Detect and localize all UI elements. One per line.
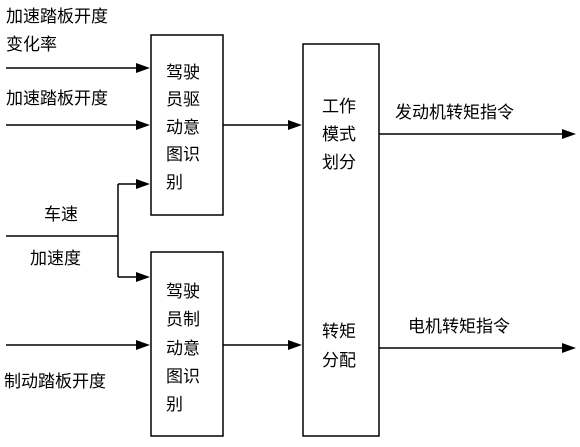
input-accel-pedal-label: 加速踏板开度 <box>6 89 108 109</box>
input-accel-rate-label-line2: 变化率 <box>6 35 57 55</box>
input-accel-rate-label-line1: 加速踏板开度 <box>6 7 108 27</box>
drive-intent-line-3: 动意 <box>166 118 200 138</box>
torque-split-line-1: 转矩 <box>322 322 356 342</box>
arrow-motor-torque <box>379 343 576 353</box>
output-engine-torque-label: 发动机转矩指令 <box>395 103 514 123</box>
brake-intent-block <box>150 251 224 437</box>
torque-split-line-2: 分配 <box>322 351 356 371</box>
brake-intent-line-2: 员制 <box>166 310 200 330</box>
input-acceleration-label: 加速度 <box>30 249 81 269</box>
arrow-accel-rate <box>6 63 150 73</box>
output-motor-torque-label: 电机转矩指令 <box>408 317 510 337</box>
arrow-engine-torque <box>379 129 576 139</box>
mode-torque-block <box>302 43 380 437</box>
drive-intent-line-5: 别 <box>166 173 183 193</box>
drive-intent-line-2: 员驱 <box>166 90 200 110</box>
brake-intent-line-1: 驾驶 <box>166 282 200 302</box>
input-speed-label: 车速 <box>44 205 78 225</box>
mode-block-line-2: 模式 <box>322 125 356 145</box>
mode-block-line-3: 划分 <box>322 153 356 173</box>
brake-intent-line-3: 动意 <box>166 339 200 359</box>
arrow-brake-to-mode <box>223 340 302 350</box>
arrow-accel-pedal <box>6 120 150 130</box>
brake-intent-line-5: 别 <box>166 395 183 415</box>
drive-intent-line-1: 驾驶 <box>166 63 200 83</box>
speed-accel-branch <box>6 179 150 282</box>
arrow-brake-pedal <box>6 340 150 350</box>
brake-intent-line-4: 图识 <box>166 367 200 387</box>
arrow-drive-to-mode <box>223 120 302 130</box>
mode-block-line-1: 工作 <box>322 97 356 117</box>
drive-intent-line-4: 图识 <box>166 145 200 165</box>
input-brake-pedal-label: 制动踏板开度 <box>4 372 106 392</box>
